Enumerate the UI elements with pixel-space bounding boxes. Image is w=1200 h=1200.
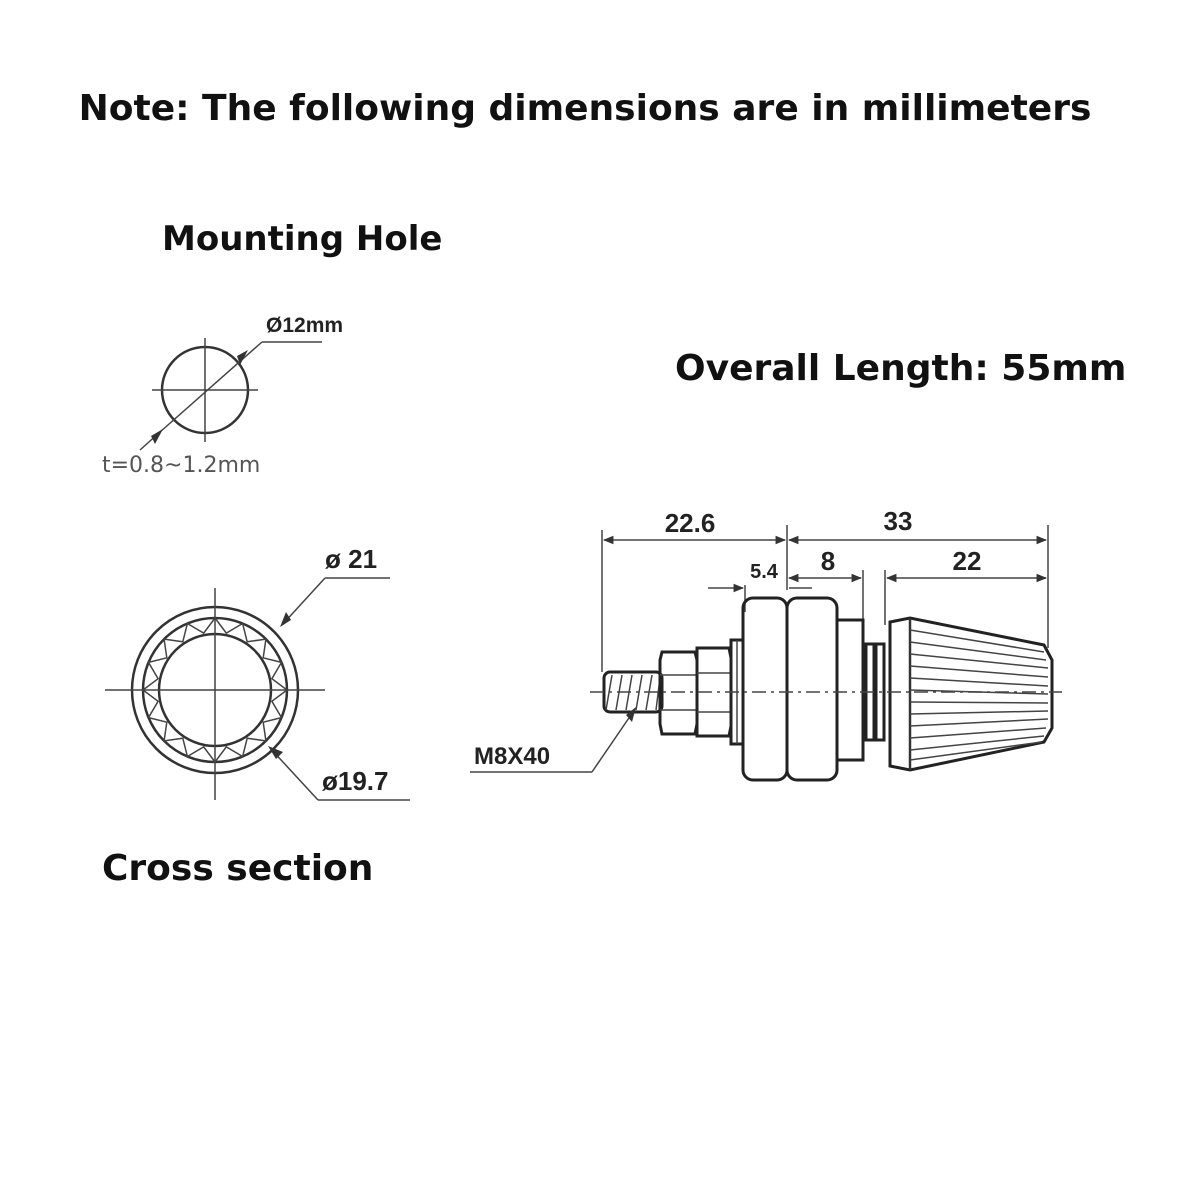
hex-nut-1 xyxy=(658,650,699,736)
spacer-ring-2 xyxy=(874,642,886,742)
hole-thickness-label: t=0.8~1.2mm xyxy=(102,453,260,478)
overall-length-label: Overall Length: 55mm xyxy=(675,348,1126,389)
mounting-hole-title: Mounting Hole xyxy=(162,219,442,259)
hole-diameter-leader xyxy=(159,341,263,433)
thread-leader xyxy=(591,711,634,773)
outer-diameter-label: ø 21 xyxy=(325,544,377,574)
body-collar xyxy=(835,618,865,762)
units-note: Note: The following dimensions are in mi… xyxy=(79,88,1092,129)
dim-left-span-label: 22.6 xyxy=(665,508,716,538)
dim-nut-width-label: 5.4 xyxy=(750,561,779,583)
mounting-hole-figure xyxy=(139,338,322,451)
thread-spec-label: M8X40 xyxy=(474,743,550,770)
body-section-1 xyxy=(741,596,789,782)
cross-section-figure xyxy=(105,577,410,801)
dim-right-span-label: 33 xyxy=(884,506,913,536)
dim-body-width-label: 8 xyxy=(821,546,835,576)
body-section-2 xyxy=(785,596,839,782)
dim-cap-length-label: 22 xyxy=(953,546,982,576)
hole-diameter-label: Ø12mm xyxy=(266,314,343,337)
inner-diameter-label: ø19.7 xyxy=(322,766,389,796)
knurled-cap xyxy=(888,616,1054,772)
cross-section-title: Cross section xyxy=(102,848,373,889)
terminal-post-side-view xyxy=(470,525,1062,782)
